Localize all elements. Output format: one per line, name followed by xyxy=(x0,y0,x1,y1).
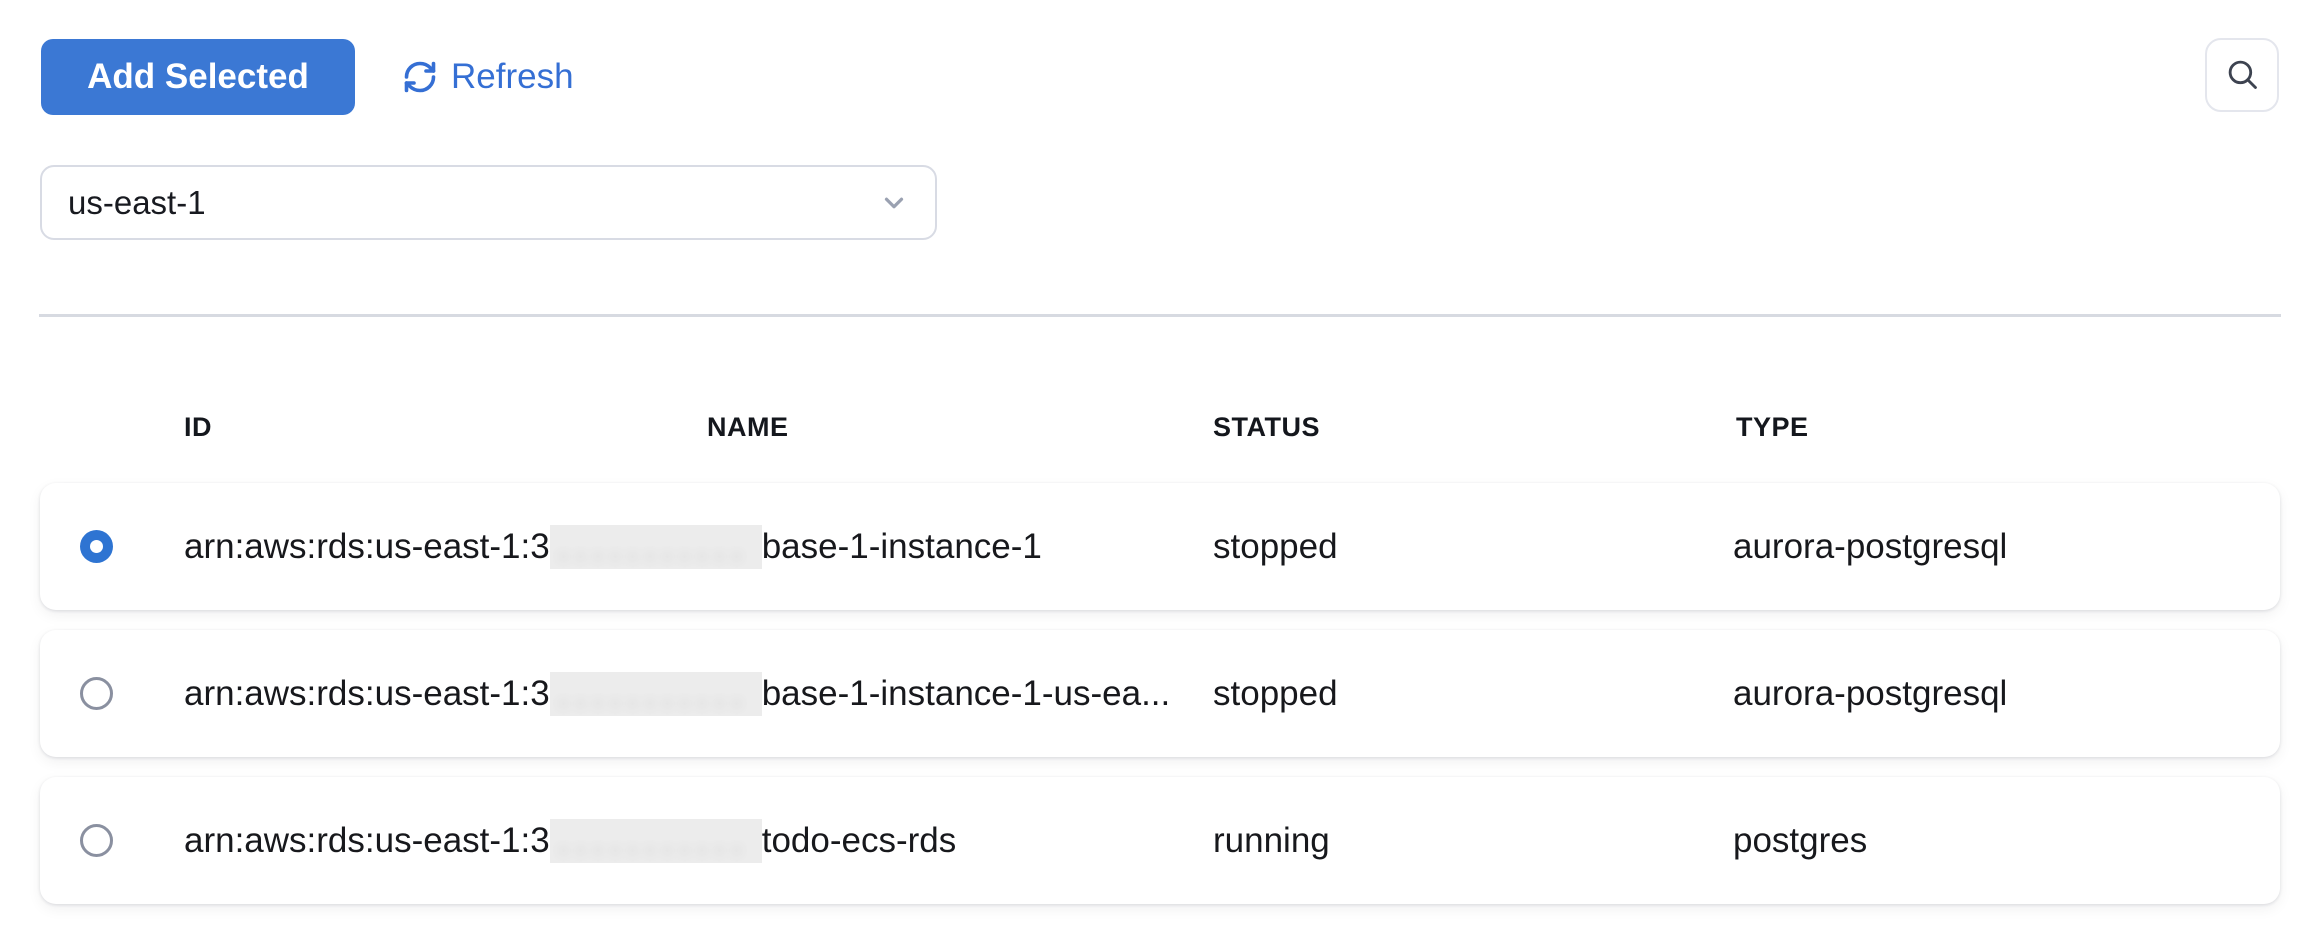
redacted-account-id xyxy=(550,672,762,716)
cell-type: postgres xyxy=(1733,777,1867,904)
row-radio-button[interactable] xyxy=(80,530,113,563)
redacted-account-id xyxy=(550,819,762,863)
id-suffix: base-1-instance-1 xyxy=(762,527,1042,567)
row-radio-button[interactable] xyxy=(80,824,113,857)
id-prefix: arn:aws:rds:us-east-1:3 xyxy=(184,527,550,567)
cell-id: arn:aws:rds:us-east-1:3 base-1-instance-… xyxy=(184,630,1239,757)
cell-status: stopped xyxy=(1213,483,1338,610)
id-suffix: base-1-instance-1-us-ea... xyxy=(762,674,1171,714)
cell-type: aurora-postgresql xyxy=(1733,630,2007,757)
table-row[interactable]: arn:aws:rds:us-east-1:3 todo-ecs-rds run… xyxy=(40,777,2280,904)
table-row[interactable]: arn:aws:rds:us-east-1:3 base-1-instance-… xyxy=(40,630,2280,757)
id-suffix: todo-ecs-rds xyxy=(762,821,957,861)
row-radio-button[interactable] xyxy=(80,677,113,710)
redacted-account-id xyxy=(550,525,762,569)
cell-id: arn:aws:rds:us-east-1:3 base-1-instance-… xyxy=(184,483,1239,610)
cell-type: aurora-postgresql xyxy=(1733,483,2007,610)
id-prefix: arn:aws:rds:us-east-1:3 xyxy=(184,821,550,861)
cell-status: running xyxy=(1213,777,1330,904)
table-row[interactable]: arn:aws:rds:us-east-1:3 base-1-instance-… xyxy=(40,483,2280,610)
cell-id: arn:aws:rds:us-east-1:3 todo-ecs-rds xyxy=(184,777,1239,904)
id-prefix: arn:aws:rds:us-east-1:3 xyxy=(184,674,550,714)
cell-status: stopped xyxy=(1213,630,1338,757)
